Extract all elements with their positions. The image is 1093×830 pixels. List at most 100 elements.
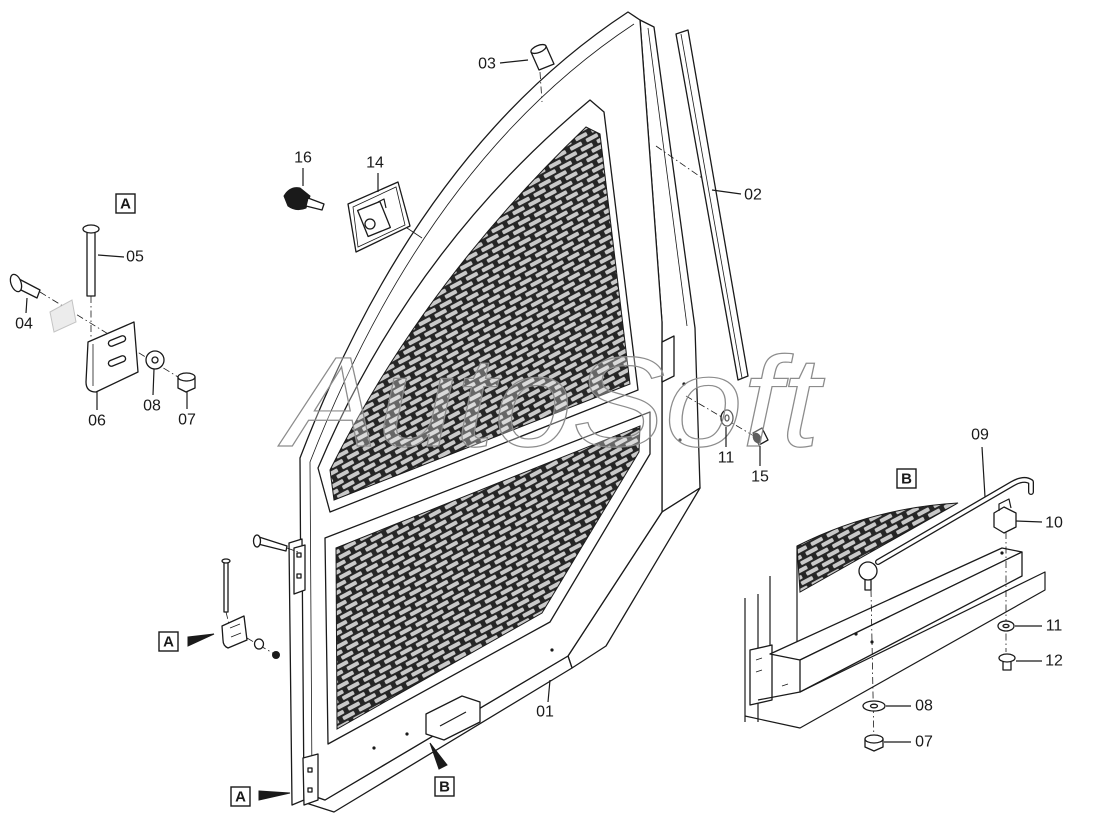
- key-blade: [305, 197, 325, 211]
- marker-box: [434, 776, 455, 797]
- door-outer-bevel: [309, 23, 635, 787]
- detail-b-hinge: [749, 644, 773, 706]
- callout-02: 02: [744, 187, 762, 204]
- leader-lines: [25, 59, 1043, 743]
- callouts: 03 02 16 14 05 04 06 08 07 11 15 09 10 1…: [15, 56, 1063, 751]
- part-11-washer-main: [720, 409, 734, 427]
- marker-letter: A: [235, 789, 246, 806]
- washer-11-b-hole: [1002, 623, 1010, 629]
- callout-11-b: 11: [1046, 618, 1063, 635]
- callout-08-a: 08: [143, 398, 161, 415]
- hinge-plate-body: [85, 321, 139, 393]
- marker-arrow: [258, 790, 291, 801]
- ref-pin-head: [221, 558, 231, 564]
- pin-top: [530, 43, 547, 55]
- hinge-upper-hole: [296, 573, 302, 579]
- ref-bolt-shank: [257, 536, 288, 552]
- callout-12: 12: [1045, 653, 1063, 670]
- lock-latch: [377, 198, 387, 209]
- hinge-lower-bracket: [302, 753, 319, 806]
- marker-arrow: [429, 742, 448, 770]
- frame-hole: [550, 648, 554, 652]
- detail-b-view: [744, 476, 1046, 752]
- lock-plate-inner: [352, 186, 406, 248]
- detail-b-axis-left: [870, 589, 875, 747]
- part-11-washer-b: [997, 620, 1015, 632]
- callout-01: 01: [536, 704, 554, 721]
- bolt-04-head: [9, 273, 23, 293]
- frame-hole: [405, 732, 409, 736]
- bottom-bracket-slot: [439, 711, 467, 727]
- nut-07-b-top: [864, 734, 884, 744]
- bolt-12-head: [998, 653, 1016, 663]
- main-fasteners: [685, 395, 769, 446]
- nut-07-a-top: [177, 372, 196, 382]
- marker-detail-a-ref-lower: A: [230, 786, 291, 807]
- door-side-wall-line: [647, 27, 688, 327]
- ghost-hinge-plate: [49, 299, 77, 333]
- callout-14: 14: [366, 155, 384, 172]
- strip-body: [675, 29, 749, 381]
- hinge-lower-hole: [307, 767, 313, 773]
- leader-02: [711, 189, 742, 195]
- ref-bolt-head: [252, 534, 262, 548]
- detail-a-assembly-ref: [221, 534, 299, 659]
- marker-letter: B: [901, 471, 912, 488]
- marker-detail-b-title: B: [896, 468, 917, 489]
- bolt-05-head: [82, 224, 100, 234]
- callout-08-b: 08: [915, 698, 933, 715]
- view-markers: A B A A B: [115, 193, 917, 807]
- marker-box: [230, 786, 251, 807]
- lock-leader-to-frame: [406, 227, 423, 239]
- detail-b-hole: [1000, 551, 1004, 555]
- ref-pin-axis: [225, 611, 231, 629]
- hinge-lower-hole: [307, 787, 313, 793]
- main-fastener-axis: [685, 395, 755, 437]
- marker-detail-b-ref: B: [429, 742, 455, 797]
- callout-06: 06: [88, 413, 106, 430]
- marker-letter: A: [120, 196, 131, 213]
- callout-03: 03: [478, 56, 496, 73]
- marker-detail-a-ref-upper: A: [158, 631, 215, 652]
- part-12-bolt: [998, 653, 1016, 671]
- ref-nut: [272, 651, 280, 659]
- marker-letter: A: [163, 634, 174, 651]
- clip-body: [993, 506, 1017, 534]
- ref-bolt-axis: [286, 547, 299, 553]
- lower-mesh-panel: [335, 425, 641, 730]
- detail-b-mesh: [796, 502, 959, 593]
- part-05-bolt: [82, 224, 100, 297]
- lock-cylinder: [364, 218, 376, 230]
- part-02-seal-strip: [675, 29, 749, 381]
- callout-05: 05: [126, 249, 144, 266]
- detail-b-hole: [870, 640, 874, 644]
- nut-15-face: [752, 432, 762, 444]
- marker-box: [158, 631, 179, 652]
- callout-09: 09: [971, 427, 989, 444]
- marker-box: [115, 193, 136, 214]
- hinge-plate-slot: [107, 335, 127, 347]
- rod-ball-end: [858, 561, 878, 581]
- hinge-upper-hole: [296, 552, 302, 558]
- detail-b-rail-lower: [744, 571, 1046, 729]
- callout-07-a: 07: [178, 412, 196, 429]
- marker-arrow: [187, 633, 215, 647]
- rod-core: [876, 478, 1033, 564]
- part-03-pin: [530, 43, 555, 71]
- watermark-text: AutoSoft: [277, 331, 824, 474]
- part-14-lock: [347, 181, 423, 253]
- door-dash-centerline-strip: [655, 145, 703, 179]
- part-06-hinge-plate: [85, 321, 139, 393]
- leader-05: [97, 254, 125, 258]
- part-07-nut-b: [864, 734, 884, 752]
- callout-16: 16: [294, 150, 312, 167]
- leader-03: [499, 59, 529, 64]
- door-dash-centerline-top: [539, 71, 543, 103]
- detail-a-view: [9, 224, 196, 393]
- callout-11-main: 11: [718, 450, 735, 467]
- frame-hole: [678, 438, 682, 442]
- part-16-key-icon: [283, 187, 325, 211]
- detail-b-hinge-marks: [755, 657, 789, 687]
- part-08-washer-b: [862, 700, 886, 712]
- frame-hole: [372, 746, 376, 750]
